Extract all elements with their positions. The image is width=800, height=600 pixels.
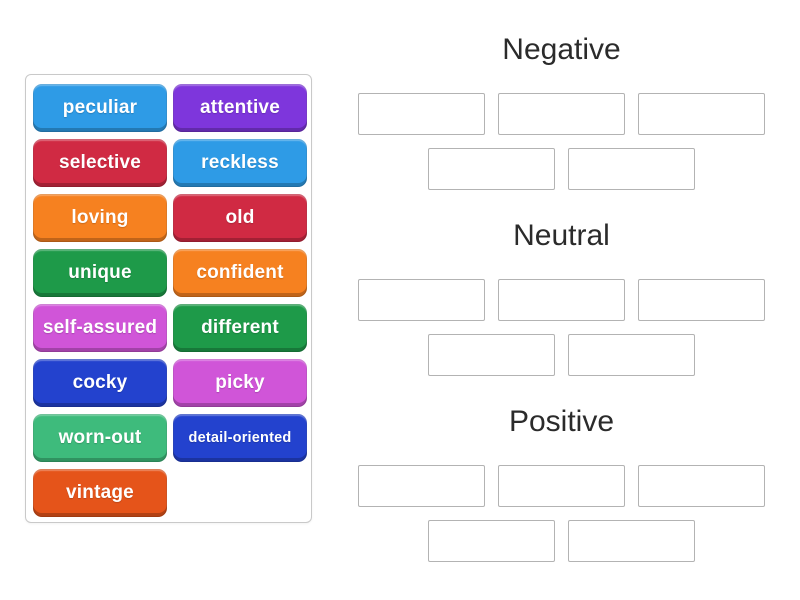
drop-slot[interactable] xyxy=(428,334,555,376)
slot-row xyxy=(358,93,765,135)
tile-self-assured[interactable]: self-assured xyxy=(33,304,167,352)
drop-slot[interactable] xyxy=(638,279,765,321)
group-negative: Negative xyxy=(358,28,765,190)
slot-row xyxy=(358,148,765,190)
drop-slot[interactable] xyxy=(358,279,485,321)
drop-slot[interactable] xyxy=(638,93,765,135)
group-title-positive: Positive xyxy=(508,405,615,438)
group-title-negative: Negative xyxy=(502,33,621,66)
slot-row xyxy=(358,520,765,562)
drop-slot[interactable] xyxy=(498,93,625,135)
sorting-groups: Negative Neutral Pos xyxy=(358,28,765,586)
group-neutral: Neutral xyxy=(358,214,765,376)
drop-slot[interactable] xyxy=(358,465,485,507)
word-tile-tray: peculiar attentive selective reckless lo… xyxy=(25,74,312,523)
drop-slot[interactable] xyxy=(428,148,555,190)
tile-vintage[interactable]: vintage xyxy=(33,469,167,517)
tile-old[interactable]: old xyxy=(173,194,307,242)
slot-row xyxy=(358,465,765,507)
tile-confident[interactable]: confident xyxy=(173,249,307,297)
drop-slot[interactable] xyxy=(638,465,765,507)
drop-slot[interactable] xyxy=(358,93,485,135)
tile-attentive[interactable]: attentive xyxy=(173,84,307,132)
drop-slot[interactable] xyxy=(568,520,695,562)
slot-row xyxy=(358,334,765,376)
drop-slot[interactable] xyxy=(428,520,555,562)
tile-loving[interactable]: loving xyxy=(33,194,167,242)
tile-selective[interactable]: selective xyxy=(33,139,167,187)
tile-picky[interactable]: picky xyxy=(173,359,307,407)
word-tile-grid: peculiar attentive selective reckless lo… xyxy=(26,75,311,526)
drop-slot[interactable] xyxy=(568,334,695,376)
slot-row xyxy=(358,279,765,321)
group-title-neutral: Neutral xyxy=(513,219,610,252)
tile-peculiar[interactable]: peculiar xyxy=(33,84,167,132)
tile-unique[interactable]: unique xyxy=(33,249,167,297)
drop-slot[interactable] xyxy=(498,465,625,507)
drop-slot[interactable] xyxy=(568,148,695,190)
tile-reckless[interactable]: reckless xyxy=(173,139,307,187)
tile-different[interactable]: different xyxy=(173,304,307,352)
drop-slot[interactable] xyxy=(498,279,625,321)
group-positive: Positive xyxy=(358,400,765,562)
tile-detail-oriented[interactable]: detail-oriented xyxy=(173,414,307,462)
tile-worn-out[interactable]: worn-out xyxy=(33,414,167,462)
tile-cocky[interactable]: cocky xyxy=(33,359,167,407)
